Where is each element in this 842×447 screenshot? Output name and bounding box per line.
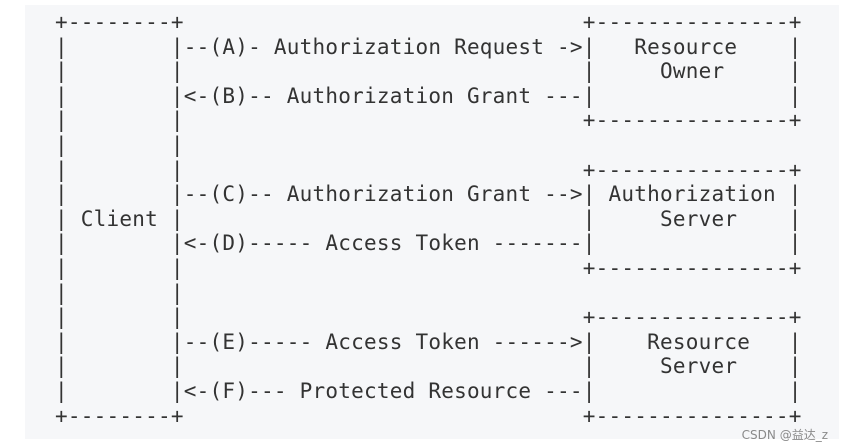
code-block-panel [25,5,839,439]
oauth2-flow-ascii-diagram: +--------+ +---------------+ | |--(A)- A… [55,10,802,428]
watermark-text: CSDN @益达_z [741,428,828,442]
